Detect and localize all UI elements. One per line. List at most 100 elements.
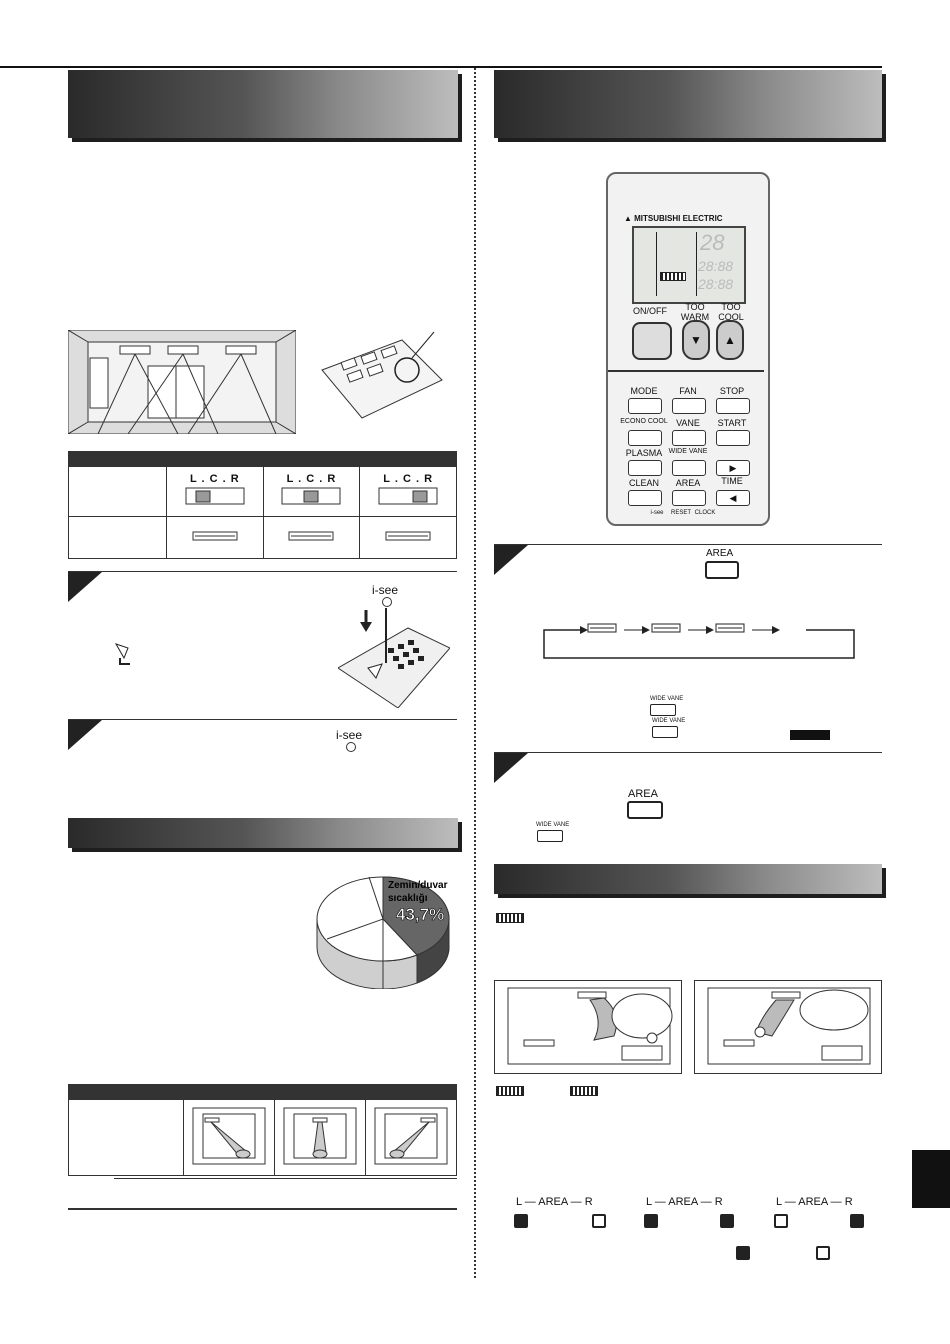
- too-warm-label: TOO WARM: [680, 302, 710, 322]
- vane-button[interactable]: [672, 430, 706, 446]
- wide-vane-button[interactable]: [672, 460, 706, 476]
- mode-button[interactable]: [628, 398, 662, 414]
- indicator-lamp-lit: [644, 1214, 658, 1228]
- wide-vane-label-small-2: WIDE VANE: [652, 718, 686, 724]
- area-cycle-diagram: [543, 623, 855, 659]
- section-end-rule: [68, 1208, 457, 1210]
- switch-right-icon: [378, 487, 438, 505]
- lcr-label: L . C . R: [189, 473, 240, 485]
- area-icon-small-2: [570, 1086, 598, 1096]
- remote-brand: ▲ MITSUBISHI ELECTRIC: [624, 214, 723, 223]
- lcd-digits: 28: [700, 230, 725, 255]
- section-header-left-1: [68, 70, 458, 138]
- indicator-lamp-lit: [850, 1214, 864, 1228]
- lcd-time-2: 28:88: [698, 276, 734, 292]
- start-label: START: [717, 418, 747, 428]
- fan-button[interactable]: [672, 398, 706, 414]
- area-button-icon-2[interactable]: [627, 801, 663, 819]
- legend-lamp-off: [816, 1246, 830, 1260]
- lcr-label: L . C . R: [286, 473, 337, 485]
- plasma-button[interactable]: [628, 460, 662, 476]
- airflow-right-icon: [374, 1107, 448, 1165]
- lcd-area-icon: [660, 272, 686, 281]
- black-tag: [790, 730, 830, 740]
- column-divider: [474, 68, 476, 1278]
- remote-lcd: 28 28:88 28:88: [632, 226, 746, 304]
- note-rule: [114, 1178, 457, 1179]
- pie-slice-label-1: Zemin/duvar: [388, 880, 448, 891]
- section-header-left-2: [68, 818, 458, 848]
- step-1-right: [494, 544, 882, 575]
- airflow-table: [68, 1084, 457, 1176]
- remote-back-illustration: [321, 331, 443, 419]
- lcr-position-table: L . C . R L . C . R L . C . R: [68, 451, 457, 559]
- airflow-center-icon: [283, 1107, 357, 1165]
- top-rule: [0, 66, 882, 68]
- pie-chart: [316, 876, 450, 989]
- wide-vane-label-small-3: WIDE VANE: [536, 822, 570, 828]
- too-cool-button[interactable]: ▲: [716, 320, 744, 360]
- isee-label: i-see: [372, 583, 399, 597]
- stop-label: STOP: [719, 386, 745, 396]
- unit-left-icon: [192, 531, 238, 541]
- area-auto-icon: [496, 913, 524, 923]
- area-label: AREA: [675, 478, 701, 488]
- room-scene-left: [494, 980, 682, 1074]
- fan-label: FAN: [679, 386, 697, 396]
- area-button-icon[interactable]: [705, 561, 739, 579]
- remote-control: ▲ MITSUBISHI ELECTRIC 28 28:88 28:88 ON/…: [606, 172, 770, 526]
- wide-vane-label-small: WIDE VANE: [650, 696, 684, 702]
- wide-vane-label: WIDE VANE: [668, 448, 708, 455]
- econo-cool-label: ECONO COOL: [620, 418, 668, 425]
- unit-center-icon: [288, 531, 334, 541]
- wide-vane-button-icon[interactable]: [650, 704, 676, 716]
- on-off-label: ON/OFF: [633, 306, 667, 316]
- step-2-left: [68, 719, 457, 750]
- step-1-left: [68, 571, 457, 602]
- room-scene-right: [694, 980, 882, 1074]
- section-header-right-1: [494, 70, 882, 138]
- remote-press-illustration: [338, 608, 450, 708]
- econo-cool-button[interactable]: [628, 430, 662, 446]
- pie-slice-label-2: sıcaklığı: [388, 893, 428, 904]
- vane-label: VANE: [676, 418, 700, 428]
- room-illustration: [68, 330, 296, 434]
- switch-center-icon: [281, 487, 341, 505]
- airflow-left-icon: [192, 1107, 266, 1165]
- isee-button-icon: [382, 597, 392, 607]
- plasma-label: PLASMA: [625, 448, 663, 458]
- stop-button[interactable]: [716, 398, 750, 414]
- clean-label: CLEAN: [628, 478, 659, 488]
- area-icon-small-1: [496, 1086, 524, 1096]
- wide-vane-button-icon-2[interactable]: [652, 726, 678, 738]
- isee-button-icon-2: [346, 742, 356, 752]
- area-button-label: AREA: [706, 548, 734, 559]
- page-side-tab: [912, 1150, 950, 1208]
- lcr-label: L . C . R: [383, 473, 434, 485]
- indicator-lamp-lit: [514, 1214, 528, 1228]
- lcd-time-1: 28:88: [698, 258, 734, 274]
- switch-left-icon: [185, 487, 245, 505]
- on-off-button[interactable]: [632, 322, 672, 360]
- time-up-button[interactable]: ▶: [716, 460, 750, 476]
- wide-vane-button-icon-3[interactable]: [537, 830, 563, 842]
- isee-sensor-icon: [114, 643, 130, 665]
- area-button-label-2: AREA: [628, 788, 658, 800]
- indicator-group-1: L — AREA — R: [516, 1196, 593, 1208]
- indicator-lamp-off: [774, 1214, 788, 1228]
- too-cool-label: TOO COOL: [718, 302, 744, 322]
- time-label: TIME: [721, 476, 743, 486]
- indicator-lamp-off: [592, 1214, 606, 1228]
- area-button[interactable]: [672, 490, 706, 506]
- too-warm-button[interactable]: ▼: [682, 320, 710, 360]
- section-header-right-2: [494, 864, 882, 894]
- pie-percentage: 43,7%: [396, 905, 445, 925]
- indicator-group-3: L — AREA — R: [776, 1196, 853, 1208]
- mode-label: MODE: [630, 386, 658, 396]
- start-button[interactable]: [716, 430, 750, 446]
- i-see-label: i-see: [650, 510, 664, 516]
- remote-panel-divider: [608, 370, 764, 372]
- time-down-button[interactable]: ◀: [716, 490, 750, 506]
- unit-right-icon: [385, 531, 431, 541]
- clean-button[interactable]: [628, 490, 662, 506]
